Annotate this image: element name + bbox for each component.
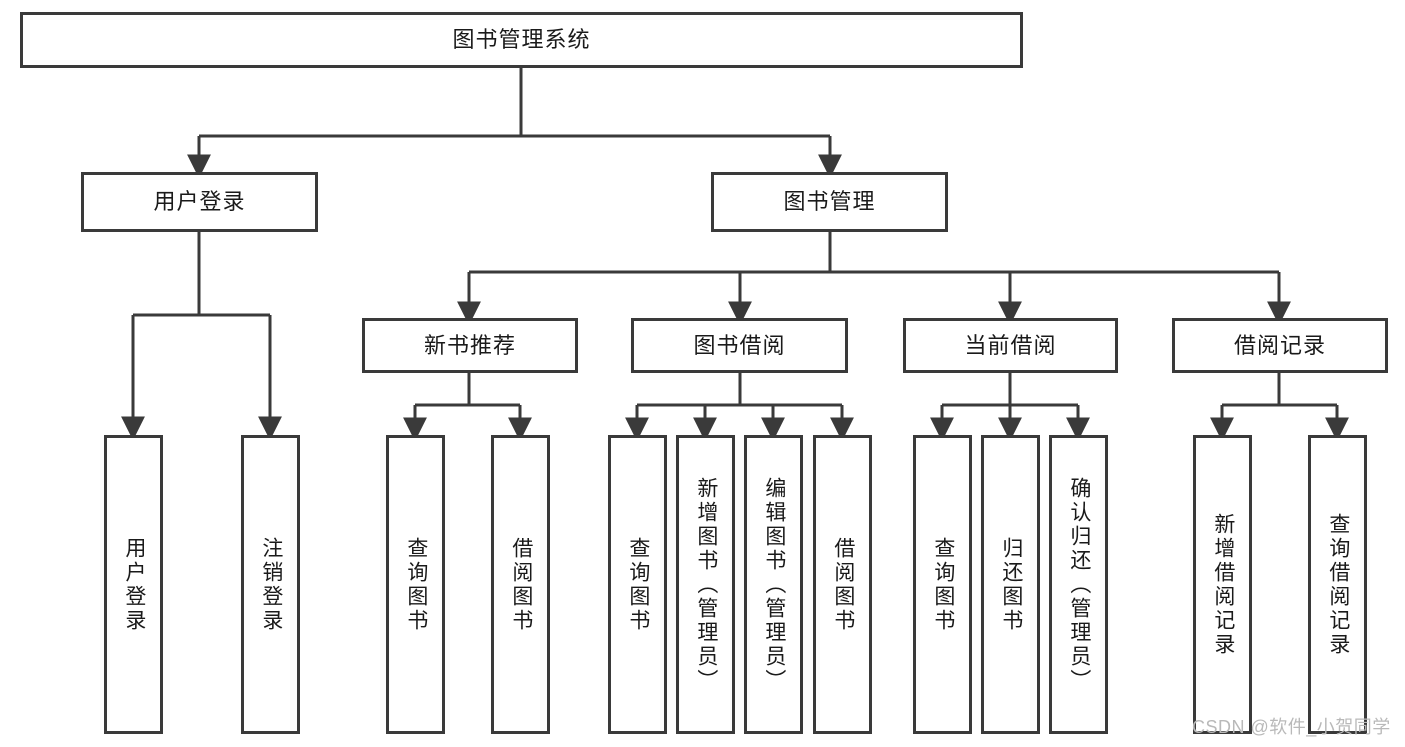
- node-label: 借阅记录: [1233, 332, 1326, 358]
- leaf-query-book-recommend[interactable]: 查询图书: [386, 435, 445, 734]
- node-label: 图书借阅: [693, 332, 786, 358]
- node-label: 借阅图书: [509, 536, 533, 633]
- node-book-borrow[interactable]: 图书借阅: [631, 318, 848, 373]
- node-label: 注销登录: [259, 536, 283, 633]
- leaf-confirm-return-admin[interactable]: 确认归还（管理员）: [1049, 435, 1108, 734]
- node-borrow-record[interactable]: 借阅记录: [1172, 318, 1388, 373]
- node-label: 查询图书: [931, 536, 955, 633]
- leaf-query-book-current[interactable]: 查询图书: [913, 435, 972, 734]
- node-label: 查询图书: [626, 536, 650, 633]
- node-label: 用户登录: [122, 536, 146, 633]
- leaf-return-book[interactable]: 归还图书: [981, 435, 1040, 734]
- node-user-login[interactable]: 用户登录: [81, 172, 318, 232]
- node-new-book-recommend[interactable]: 新书推荐: [362, 318, 578, 373]
- node-label: 新增图书（管理员）: [694, 476, 718, 693]
- node-label: 编辑图书（管理员）: [762, 476, 786, 693]
- watermark-csdn: CSDN @软件_小贺同学: [1192, 717, 1391, 737]
- leaf-borrow-book-recommend[interactable]: 借阅图书: [491, 435, 550, 734]
- node-root-book-management-system[interactable]: 图书管理系统: [20, 12, 1023, 68]
- leaf-logout[interactable]: 注销登录: [241, 435, 300, 734]
- leaf-add-borrow-record[interactable]: 新增借阅记录: [1193, 435, 1252, 734]
- node-label: 借阅图书: [831, 536, 855, 633]
- leaf-user-login[interactable]: 用户登录: [104, 435, 163, 734]
- node-label: 查询借阅记录: [1326, 512, 1350, 657]
- node-label: 新增借阅记录: [1211, 512, 1235, 657]
- node-book-management[interactable]: 图书管理: [711, 172, 948, 232]
- node-label: 图书管理系统: [452, 27, 591, 53]
- leaf-query-book-borrow[interactable]: 查询图书: [608, 435, 667, 734]
- node-current-borrow[interactable]: 当前借阅: [903, 318, 1118, 373]
- leaf-add-book-admin[interactable]: 新增图书（管理员）: [676, 435, 735, 734]
- node-label: 确认归还（管理员）: [1067, 476, 1091, 693]
- leaf-query-borrow-record[interactable]: 查询借阅记录: [1308, 435, 1367, 734]
- leaf-edit-book-admin[interactable]: 编辑图书（管理员）: [744, 435, 803, 734]
- node-label: 图书管理: [783, 189, 876, 215]
- node-label: 新书推荐: [423, 332, 516, 358]
- node-label: 当前借阅: [964, 332, 1057, 358]
- node-label: 用户登录: [153, 189, 246, 215]
- node-label: 归还图书: [999, 536, 1023, 633]
- leaf-borrow-book[interactable]: 借阅图书: [813, 435, 872, 734]
- node-label: 查询图书: [404, 536, 428, 633]
